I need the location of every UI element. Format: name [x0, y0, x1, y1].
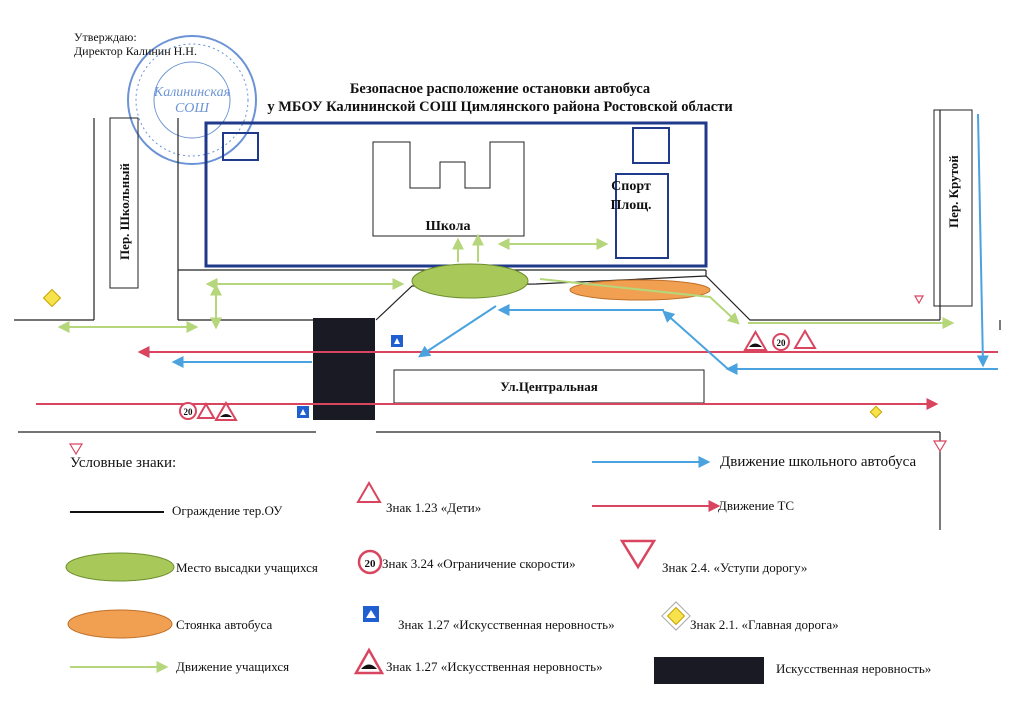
- legend-sign-bump-blue-label: Знак 1.27 «Искусственная неровность»: [398, 617, 615, 632]
- sport-ground: [615, 173, 669, 259]
- legend-title: Условные знаки:: [70, 455, 177, 471]
- main-road-sign-left: [42, 288, 62, 308]
- street-main-name: Ул.Центральная: [500, 379, 598, 394]
- speed-sign-bottom-value: 20: [184, 407, 194, 417]
- approval-block: Утверждаю: Директор Калинин Н.Н.: [74, 30, 197, 58]
- official-stamp: Калининская СОШ: [127, 35, 257, 165]
- legend-sign-children-label: Знак 1.23 «Дети»: [386, 500, 482, 515]
- street-left-label-box: [109, 117, 139, 289]
- legend-main-road-sign: [661, 601, 691, 631]
- small-building-right: [632, 127, 670, 164]
- legend-bump-sign-red: [353, 647, 385, 675]
- street-right-name: Пер. Крутой: [946, 155, 961, 228]
- legend-speed-bump-label: Искусственная неровность»: [776, 661, 932, 676]
- approval-line1: Утверждаю:: [74, 30, 137, 44]
- legend-bus-movement-label: Движение школьного автобуса: [720, 454, 917, 470]
- legend-bus-parking-symbol: [67, 609, 173, 639]
- dropoff-area: [411, 263, 529, 299]
- street-left-name: Пер. Школьный: [117, 163, 132, 260]
- children-sign-bottom: [196, 401, 216, 419]
- sport-name-line2: Площ.: [610, 198, 651, 213]
- bump-sign-blue-bottom-mark: [300, 409, 306, 415]
- svg-text:Калининская: Калининская: [153, 85, 230, 100]
- yield-sign-right-street: [913, 295, 925, 305]
- bus-route-arrows: [171, 113, 998, 375]
- sport-name-line1: Спорт: [611, 179, 651, 194]
- yield-sign-bottom-left: [68, 443, 84, 456]
- bump-sign-blue-top-mark: [394, 338, 400, 344]
- school-territory: [204, 121, 708, 268]
- legend-speed-bump-symbol: [654, 657, 764, 684]
- legend-main-road-label: Знак 2.1. «Главная дорога»: [690, 617, 839, 632]
- school-building: [372, 141, 525, 237]
- page-title-line2: у МБОУ Калининской СОШ Цимлянского район…: [267, 99, 733, 115]
- legend-speed-sign: 20: [357, 549, 383, 575]
- main-road-sign-right: [869, 405, 883, 419]
- school-name: Школа: [426, 219, 471, 234]
- yield-sign-bottom-right: [932, 440, 948, 453]
- speed-sign-top-value: 20: [777, 338, 787, 348]
- legend-dropoff-symbol: [65, 552, 175, 582]
- speed-sign-bottom: 20: [179, 402, 197, 420]
- legend-bump-sign-red-mark: [361, 664, 377, 669]
- legend-yield-label: Знак 2.4. «Уступи дорогу»: [662, 560, 808, 575]
- legend-student-movement-label: Движение учащихся: [176, 659, 290, 674]
- bump-sign-red-top-mark: [749, 343, 762, 347]
- legend-speed-sign-value: 20: [365, 558, 377, 570]
- student-arrows: [57, 233, 955, 333]
- legend-dropoff-label: Место высадки учащихся: [176, 560, 318, 575]
- street-right-label-box: [933, 109, 973, 307]
- legend-fence-label: Ограждение тер.ОУ: [172, 503, 283, 518]
- legend-children-sign: [356, 481, 382, 503]
- children-sign-top: [793, 329, 817, 349]
- speed-sign-top: 20: [772, 333, 790, 351]
- bump-sign-red-bottom-mark: [220, 414, 232, 417]
- street-main-label-box: [393, 369, 705, 404]
- bump-sign-red-bottom: [214, 401, 238, 421]
- svg-text:СОШ: СОШ: [175, 101, 210, 116]
- approval-line2: Директор Калинин Н.Н.: [74, 44, 197, 58]
- page-title-line1: Безопасное расположение остановки автобу…: [349, 81, 651, 97]
- legend-sign-bump-red-label: Знак 1.27 «Искусственная неровность»: [386, 659, 603, 674]
- legend-yield-sign: [619, 539, 657, 570]
- legend-bump-sign-blue-mark: [366, 610, 376, 618]
- legend-bus-parking-label: Стоянка автобуса: [176, 617, 273, 632]
- legend-sign-speed-label: Знак 3.24 «Ограничение скорости»: [382, 556, 576, 571]
- bump-sign-red-top: [743, 330, 768, 351]
- small-building-left: [222, 132, 259, 161]
- legend-traffic-label: Движение ТС: [718, 498, 795, 513]
